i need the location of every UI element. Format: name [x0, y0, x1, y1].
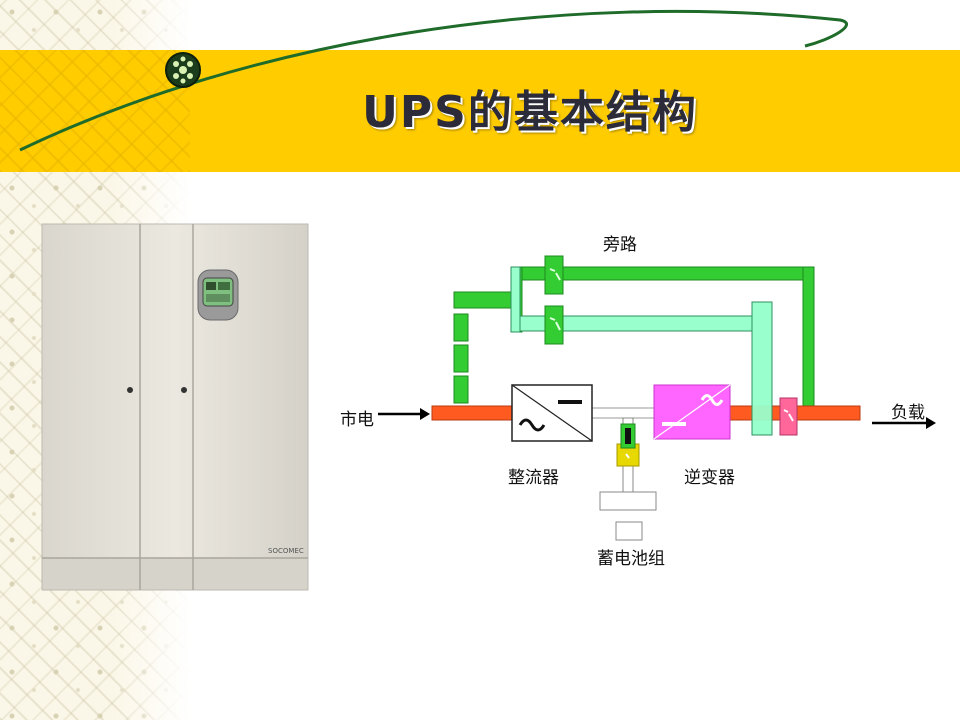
inverter-label: 逆变器	[684, 468, 735, 488]
decorative-swoosh	[19, 9, 849, 152]
dc-bus-line	[591, 407, 655, 419]
page-title: UPS的基本结构	[362, 87, 698, 138]
emblem-ball-icon	[165, 52, 201, 88]
rectifier-block	[511, 384, 593, 442]
battery-label: 蓄电池组	[597, 549, 665, 569]
rectifier-label: 整流器	[508, 468, 559, 488]
ac-wave-icon	[700, 394, 724, 406]
bypass-switch-upper	[544, 255, 564, 295]
output-static-switch	[779, 397, 798, 436]
load-label: 负载	[891, 403, 925, 423]
ac-wave-icon	[518, 418, 546, 432]
title-band-pattern	[0, 50, 190, 172]
bypass-label: 旁路	[603, 235, 637, 255]
inverter-block	[653, 384, 731, 440]
bypass-inner-riser	[751, 301, 773, 436]
battery-branch	[599, 417, 657, 541]
ups-cabinet-image: SOCOMEC	[41, 223, 309, 591]
mains-input-line	[431, 405, 513, 421]
battery-cell	[615, 521, 643, 541]
load-arrow-icon	[872, 417, 936, 429]
bypass-dashed-connector	[453, 313, 469, 404]
ups-brand: SOCOMEC	[268, 547, 304, 555]
battery-terminal	[599, 491, 657, 511]
mains-label: 市电	[340, 410, 374, 430]
mains-arrow-icon	[378, 408, 430, 420]
ups-structure-diagram	[378, 255, 936, 541]
bypass-switch-lower	[544, 305, 564, 345]
